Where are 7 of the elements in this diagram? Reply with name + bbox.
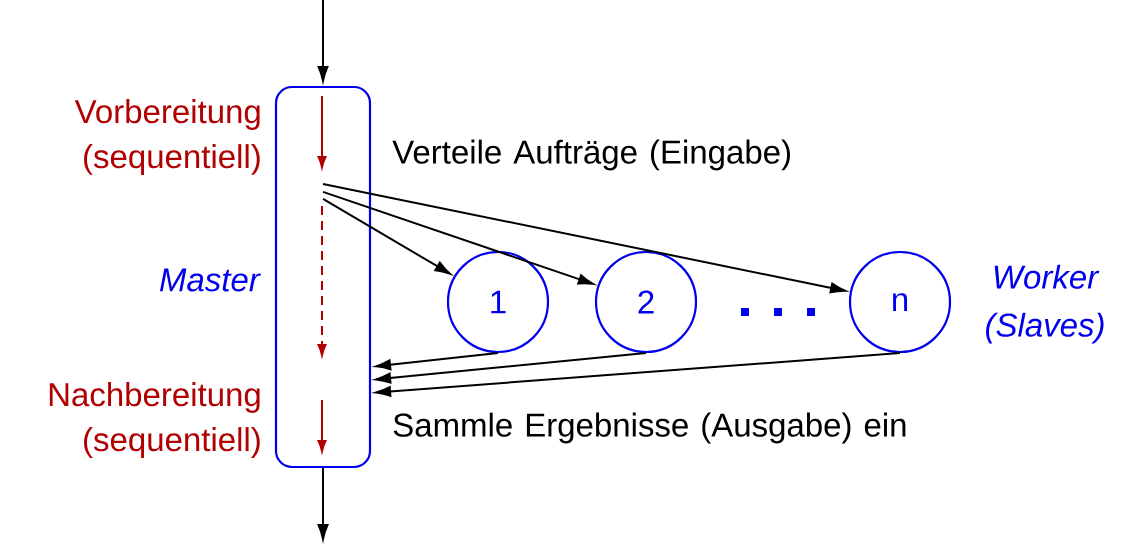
phase-label: Vorbereitung (sequentiell) [74, 99, 260, 175]
master-box [274, 85, 372, 469]
worker-label: Worker (Slaves) [986, 264, 1104, 344]
note-text: Verteile Aufträge (Eingabe) [392, 139, 790, 171]
phase-label: Nachbereitung (sequentiell) [49, 382, 260, 458]
note-text: Sammle Ergebnisse (Ausgabe) ein [393, 412, 906, 444]
master-label: Master [159, 268, 261, 292]
